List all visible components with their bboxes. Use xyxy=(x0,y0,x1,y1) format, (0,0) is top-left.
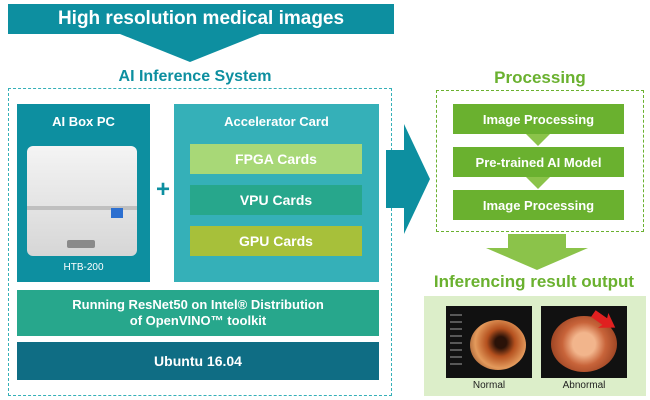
ubuntu-box: Ubuntu 16.04 xyxy=(17,342,379,380)
ai-system-title: AI Inference System xyxy=(118,68,272,85)
top-banner: High resolution medical images xyxy=(8,4,394,34)
gpu-cards-pill: GPU Cards xyxy=(190,226,362,256)
fpga-cards-pill: FPGA Cards xyxy=(190,144,362,174)
red-arrow-icon xyxy=(591,310,616,328)
abnormal-label: Abnormal xyxy=(562,380,606,391)
banner-down-arrow xyxy=(120,34,260,62)
normal-tissue xyxy=(470,320,526,370)
processing-step-1: Image Processing xyxy=(453,104,624,134)
normal-endoscopy-image xyxy=(446,306,532,378)
output-title: Inferencing result output xyxy=(433,272,635,291)
box-pc-seam xyxy=(27,206,137,210)
step-arrow-2 xyxy=(526,177,550,189)
processing-title: Processing xyxy=(494,68,586,87)
ai-box-pc-title: AI Box PC xyxy=(52,114,115,129)
resnet-line-1: Running ResNet50 on Intel® Distribution xyxy=(72,297,324,312)
box-pc-image xyxy=(27,146,137,256)
box-pc-model: HTB-200 xyxy=(63,262,104,273)
box-pc-logo-icon xyxy=(111,208,123,218)
accelerator-title: Accelerator Card xyxy=(224,114,329,129)
ubuntu-label: Ubuntu 16.04 xyxy=(154,353,242,369)
processing-frame xyxy=(436,90,644,232)
processing-step-2: Pre-trained AI Model xyxy=(453,147,624,177)
output-down-arrow xyxy=(486,234,588,270)
resnet-box: Running ResNet50 on Intel® Distribution … xyxy=(17,290,379,336)
output-panel: Normal Abnormal xyxy=(424,296,646,396)
normal-overlay-text xyxy=(450,314,462,368)
ai-box-pc-card: AI Box PC HTB-200 xyxy=(17,104,150,282)
step-arrow-1 xyxy=(526,134,550,146)
ai-system-frame xyxy=(8,88,392,396)
vpu-cards-pill: VPU Cards xyxy=(190,185,362,215)
processing-step-3: Image Processing xyxy=(453,190,624,220)
box-pc-ports xyxy=(67,240,95,248)
right-flow-arrow xyxy=(386,124,430,234)
banner-title: High resolution medical images xyxy=(57,8,345,29)
normal-label: Normal xyxy=(472,380,506,391)
abnormal-endoscopy-image xyxy=(541,306,627,378)
resnet-line-2: of OpenVINO™ toolkit xyxy=(129,313,267,328)
plus-sign: + xyxy=(155,176,170,203)
